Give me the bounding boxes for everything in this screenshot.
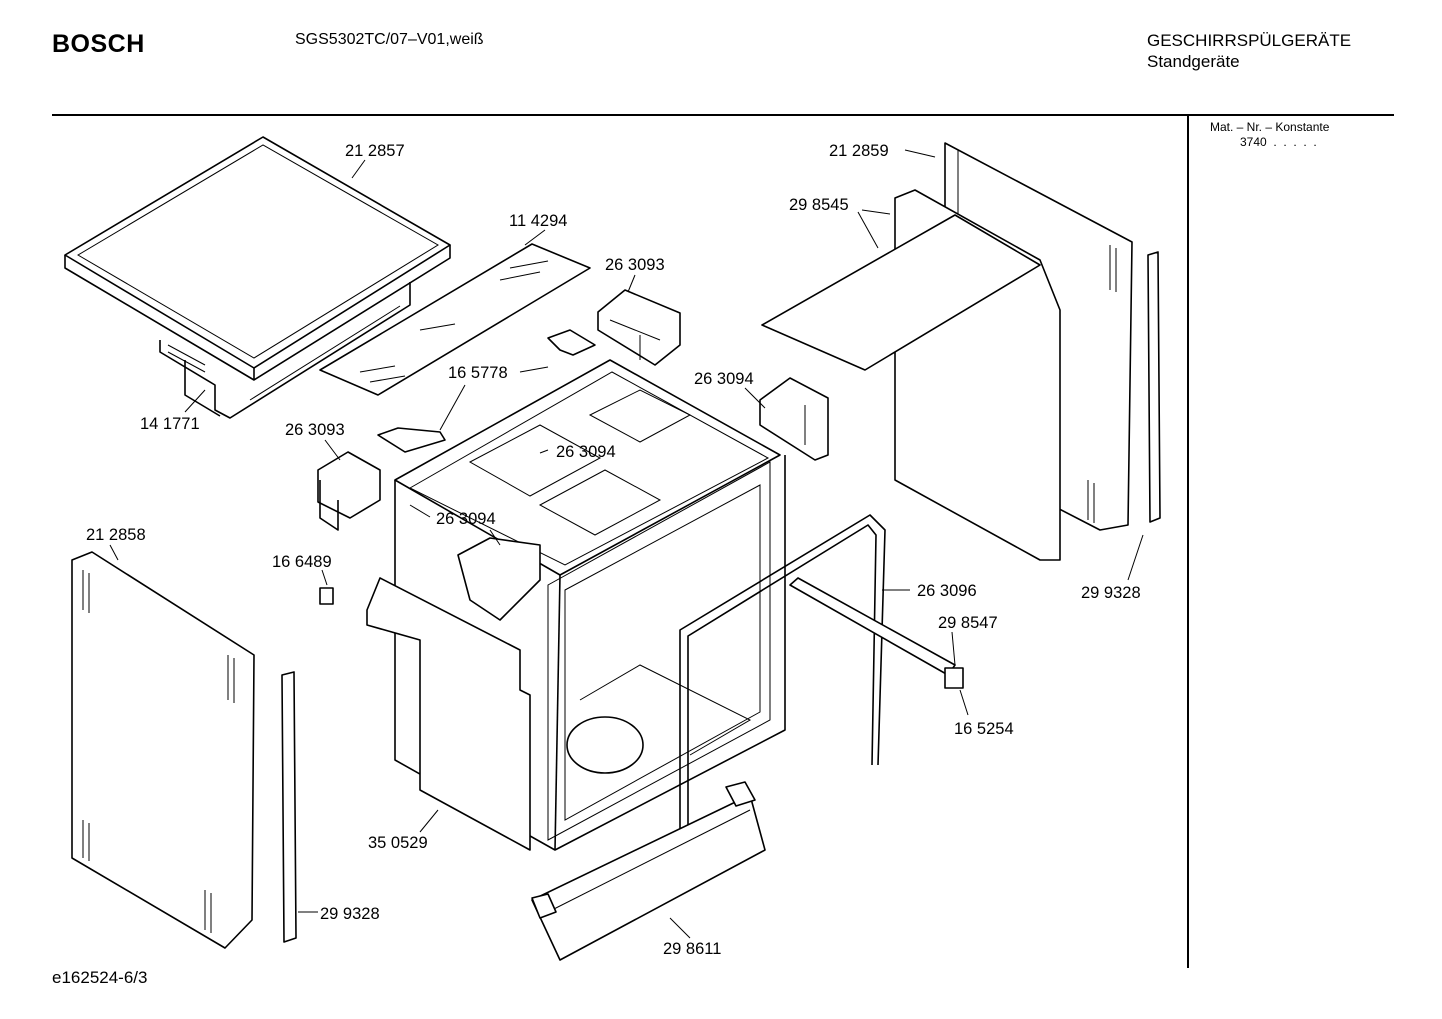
strip-right-part [1147,251,1161,523]
material-number-label: Mat. – Nr. – Konstante [1210,120,1330,134]
side-panel-left [71,551,255,949]
strip-left-part [281,671,297,943]
clip-part-left [317,451,381,531]
label-door-seal: 26 3096 [917,582,977,600]
label-bracket: 16 5778 [448,364,508,382]
label-base-insulation: 35 0529 [368,834,428,852]
door-seal-part [679,514,886,880]
worktop-part [64,136,451,381]
label-insulation-right: 29 8545 [789,196,849,214]
plinth-part [531,781,766,961]
label-clip-right: 26 3094 [694,370,754,388]
sidebar-divider [1187,116,1189,968]
label-side-panel-right: 21 2859 [829,142,889,160]
clip-part-right [759,377,829,461]
label-worktop: 21 2857 [345,142,405,160]
material-number-value: 3740 . . . . . [1240,135,1317,149]
control-panel-part [159,282,411,419]
bracket-part [377,329,596,453]
label-control-panel: 14 1771 [140,415,200,433]
leader-lines [109,149,1144,939]
header-divider [52,114,1394,116]
brand-logo: BOSCH [52,30,145,58]
insulation-mat-part [319,243,591,396]
tub-body [394,359,786,851]
label-clip-inner: 26 3094 [436,510,496,528]
label-clip-top: 26 3093 [605,256,665,274]
label-strip-left: 29 9328 [320,905,380,923]
small-clip-part [319,587,334,605]
insulation-right-part [761,189,1061,561]
label-side-panel-left: 21 2858 [86,526,146,544]
label-insulation-mat: 11 4294 [509,212,567,230]
label-clip-left: 26 3093 [285,421,345,439]
document-id: e162524-6/3 [52,968,148,987]
model-number: SGS5302TC/07–V01,weiß [295,31,484,48]
label-clip-center: 26 3094 [556,443,616,461]
base-insulation-part [366,577,531,851]
part-labels: 21 2857 11 4294 14 1771 26 3093 16 5778 … [86,142,1141,958]
category-title: GESCHIRRSPÜLGERÄTE [1147,31,1352,50]
label-plinth: 29 8611 [663,940,721,958]
label-small-clip: 16 6489 [272,553,332,571]
label-rail-end: 16 5254 [954,720,1014,738]
clip-part-top [597,289,681,366]
label-rail: 29 8547 [938,614,998,632]
label-strip-right: 29 9328 [1081,584,1141,602]
subcategory-title: Standgeräte [1147,52,1240,71]
clip-part-inner [457,537,541,621]
